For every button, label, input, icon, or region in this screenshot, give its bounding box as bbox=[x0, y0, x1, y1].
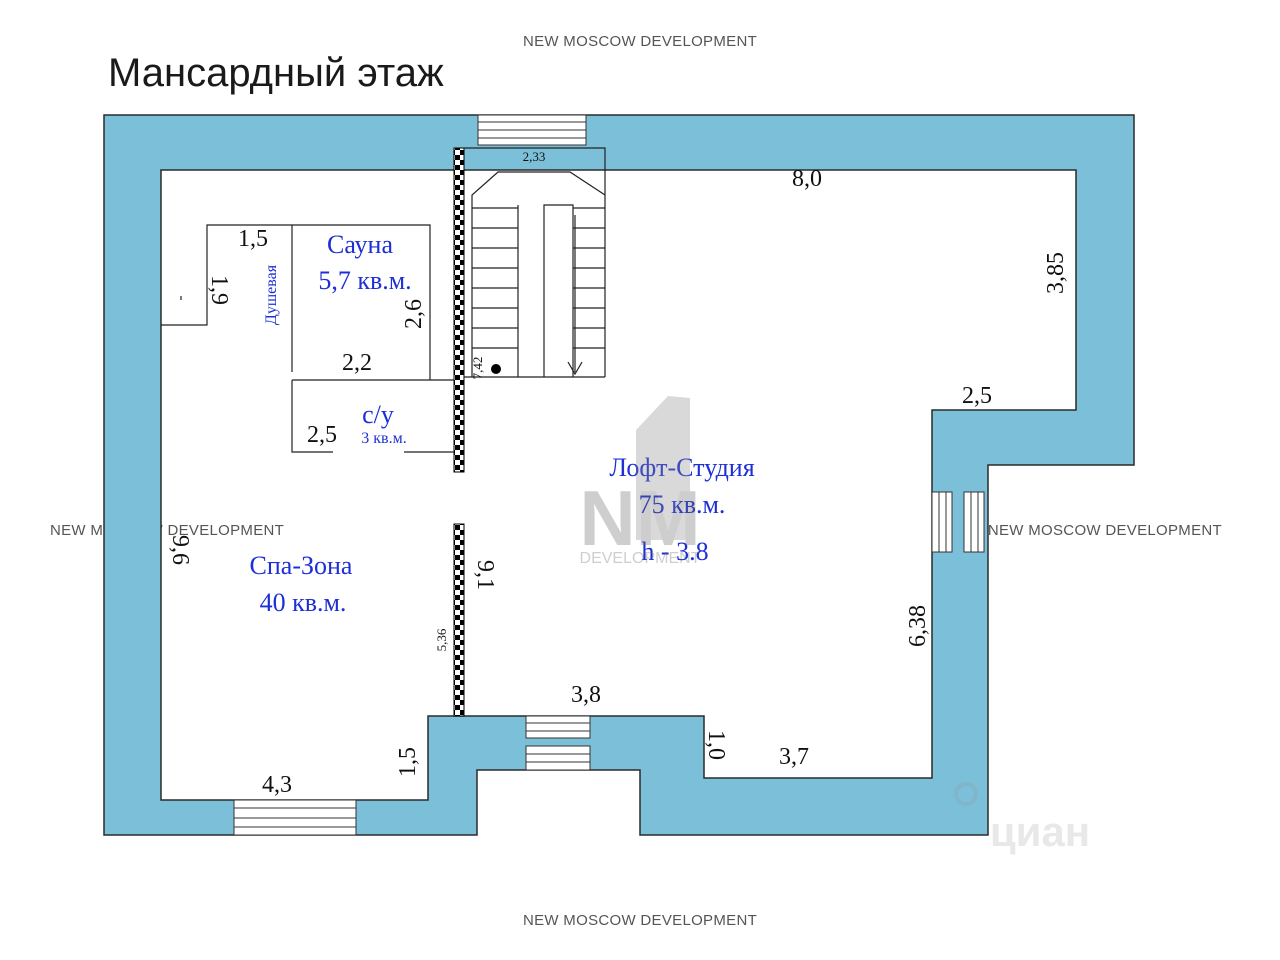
dim-wc-width: 2,5 bbox=[307, 422, 337, 448]
partition-wall-upper bbox=[453, 147, 465, 473]
room-spa-area: 40 кв.м. bbox=[260, 588, 347, 617]
window-right bbox=[931, 491, 985, 553]
dim-shower-height: 1,9 bbox=[206, 275, 232, 305]
brand-watermark-top: NEW MOSCOW DEVELOPMENT bbox=[523, 33, 757, 50]
room-wc-area: 3 кв.м. bbox=[361, 430, 406, 447]
dim-right-top: 3,85 bbox=[1043, 252, 1069, 294]
dim-stair-length: 7,42 bbox=[470, 357, 485, 380]
dim-right-step: 2,5 bbox=[962, 383, 992, 409]
partition-wall-lower bbox=[453, 523, 465, 717]
stair-post bbox=[491, 364, 501, 374]
window-bottom-left bbox=[233, 799, 357, 836]
dim-right-lower: 6,38 bbox=[905, 605, 931, 647]
dim-left-step: 1,5 bbox=[395, 747, 421, 777]
dim-sauna-height: 2,6 bbox=[401, 299, 427, 329]
room-loft-area: 75 кв.м. bbox=[639, 490, 726, 519]
dim-left-wall: 9,6 bbox=[167, 535, 193, 565]
dim-sauna-width: 2,2 bbox=[342, 350, 372, 376]
svg-text:циан: циан bbox=[990, 808, 1090, 855]
dim-bottom-step: 1,0 bbox=[703, 730, 729, 760]
window-bottom-middle bbox=[525, 715, 591, 771]
dim-stair-width: 2,33 bbox=[523, 149, 546, 164]
room-loft-name: Лофт-Студия bbox=[609, 453, 754, 482]
dim-bottom-left: 4,3 bbox=[262, 772, 292, 798]
brand-watermark-bottom: NEW MOSCOW DEVELOPMENT bbox=[523, 912, 757, 929]
dim-top-wall: 8,0 bbox=[792, 166, 822, 192]
svg-text:NM: NM bbox=[579, 474, 700, 562]
room-shower-name: Душевая bbox=[263, 264, 280, 325]
nm-logo-watermark: NM DEVELOPMENT bbox=[579, 396, 701, 567]
room-wc-name: с/у bbox=[362, 400, 394, 429]
dim-partition-inner: 5,36 bbox=[434, 628, 449, 651]
room-spa-name: Спа-Зона bbox=[250, 551, 353, 580]
window-top bbox=[477, 114, 587, 146]
room-sauna-name: Сауна bbox=[327, 230, 393, 259]
dim-bottom-right: 3,7 bbox=[779, 744, 809, 770]
brand-watermark-right: NEW MOSCOW DEVELOPMENT bbox=[988, 522, 1222, 539]
dim-bottom-mid: 3,8 bbox=[571, 682, 601, 708]
room-loft-height: h - 3.8 bbox=[641, 537, 708, 566]
svg-text:DEVELOPMENT: DEVELOPMENT bbox=[580, 550, 701, 567]
dim-shower-width: 1,5 bbox=[238, 226, 268, 252]
page-title: Мансардный этаж bbox=[108, 51, 444, 95]
staircase bbox=[464, 147, 606, 378]
interior-walls bbox=[161, 224, 454, 453]
room-sauna-area: 5,7 кв.м. bbox=[318, 266, 411, 295]
dim-partition: 9,1 bbox=[472, 560, 498, 590]
cian-watermark: циан bbox=[954, 782, 1090, 855]
